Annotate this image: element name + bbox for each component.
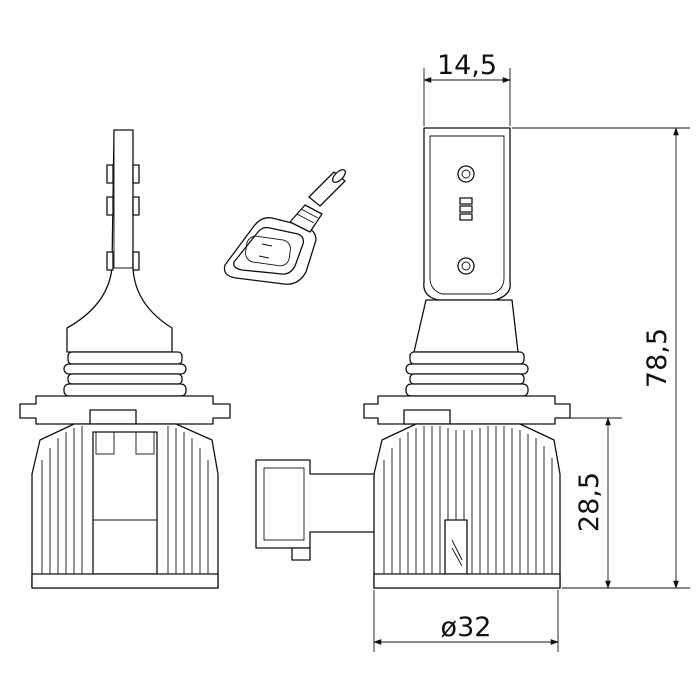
dimension-body-height: 28,5 [556,417,622,589]
dim-total-height-label: 78,5 [642,328,673,388]
dim-body-height-label: 28,5 [574,472,605,532]
connector-iso-view [223,169,346,285]
bulb-front-view [255,127,571,589]
dimension-top-width: 14,5 [423,50,511,126]
dimension-diameter: ø32 [373,590,559,652]
bulb-side-view [19,129,231,589]
dim-diameter-label: ø32 [441,612,492,643]
dim-top-width-label: 14,5 [437,50,497,81]
dimension-total-height: 78,5 [512,127,690,589]
